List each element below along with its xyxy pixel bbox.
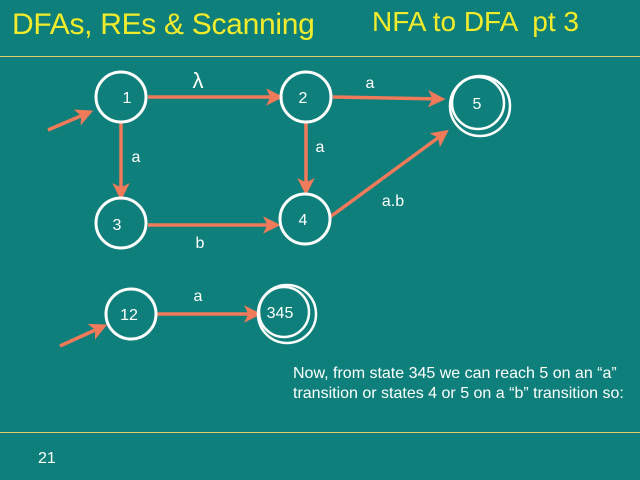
slide-subtitle: NFA to DFA pt 3: [372, 6, 579, 37]
page-number: 21: [38, 450, 56, 467]
edge-label-2-5: a: [366, 75, 375, 92]
state-label: 1: [123, 90, 132, 107]
start-arrow-state-12: [59, 323, 108, 348]
state-label: 4: [299, 212, 308, 229]
start-arrow-state-1: [47, 109, 94, 132]
state-label: 345: [267, 305, 294, 322]
dfa-state-345: 345: [256, 283, 318, 345]
state-label: 12: [120, 307, 138, 324]
edge-label-lambda: λ: [193, 68, 204, 93]
explanation-text: Now, from state 345 we can reach 5 on an…: [293, 365, 624, 402]
edge-label-4-5: a.b: [382, 193, 404, 210]
nfa-state-4: 4: [278, 192, 332, 246]
nfa-state-2: 2: [279, 70, 333, 124]
slide-title: DFAs, REs & Scanning: [12, 8, 315, 41]
edge-label-2-4: a: [316, 139, 325, 156]
state-label: 2: [299, 90, 308, 107]
state-label: 5: [473, 96, 482, 113]
state-label: 3: [113, 217, 122, 234]
edge-4-to-5: [328, 129, 449, 219]
nfa-state-3: 3: [94, 196, 148, 250]
nfa-state-5: 5: [448, 74, 512, 138]
edge-label-1-3: a: [132, 149, 141, 166]
top-divider: [0, 56, 640, 57]
nfa-state-1: 1: [94, 70, 148, 124]
bottom-divider: [0, 432, 640, 433]
edge-label-3-4: b: [196, 235, 205, 252]
edge-2-to-5: [332, 89, 446, 108]
edge-label-12-345: a: [194, 288, 203, 305]
dfa-state-12: 12: [104, 287, 158, 341]
